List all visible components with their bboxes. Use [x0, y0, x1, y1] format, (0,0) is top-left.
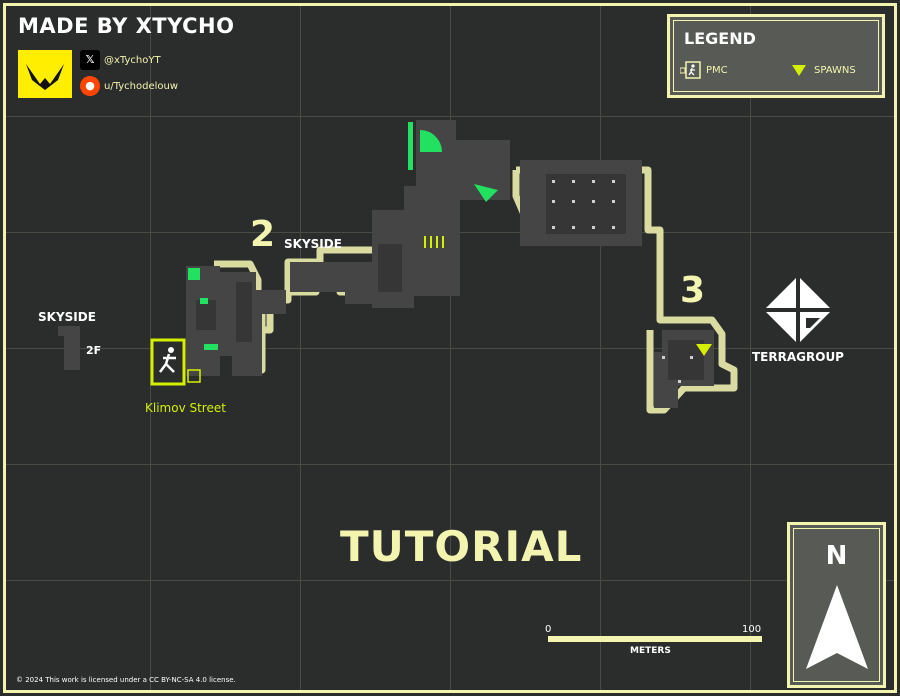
terragroup-label: TERRAGROUP	[752, 350, 844, 364]
legend-pmc-label: PMC	[706, 65, 728, 76]
interior-markers	[552, 180, 693, 383]
skyside-floor-name: SKYSIDE	[38, 310, 96, 324]
map-title: TUTORIAL	[340, 522, 583, 571]
exit-icon	[680, 61, 701, 79]
grid-line	[6, 116, 894, 117]
terragroup-logo-icon	[764, 276, 832, 344]
compass-frame	[793, 528, 880, 682]
building-interiors	[196, 174, 704, 380]
legend-frame	[673, 20, 879, 92]
grid-line	[6, 580, 894, 581]
spawn-marker	[696, 344, 712, 356]
area-2-name: SKYSIDE	[284, 237, 342, 251]
legend-spawns-label: SPAWNS	[814, 65, 856, 76]
scale-bar	[548, 636, 762, 642]
reddit-icon: ●	[80, 76, 100, 96]
reddit-link[interactable]: ● u/Tychodelouw	[80, 76, 178, 96]
license-text: © 2024 This work is licensed under a CC …	[16, 676, 236, 684]
compass-letter: N	[825, 541, 848, 571]
reddit-handle: u/Tychodelouw	[104, 81, 179, 92]
scale-start: 0	[545, 624, 552, 635]
scale-end: 100	[742, 624, 762, 635]
compass-box: N	[787, 522, 886, 688]
twitter-link[interactable]: 𝕏 @xTychoYT	[80, 50, 161, 70]
grid-line	[6, 348, 894, 349]
xtycho-logo-icon	[18, 50, 72, 98]
area-3-number: 3	[680, 270, 706, 311]
grid-line	[6, 464, 894, 465]
highlight-zones	[188, 122, 498, 350]
skyside-floor-level: 2F	[86, 344, 102, 357]
spawn-triangle-icon	[792, 65, 806, 76]
stair-marks	[424, 236, 444, 248]
legend-title: LEGEND	[684, 29, 756, 48]
twitter-handle: @xTychoYT	[104, 55, 161, 66]
legend-box: LEGEND PMC SPAWNS	[667, 14, 885, 98]
exit-label: Klimov Street	[145, 401, 226, 415]
scale-unit: METERS	[630, 646, 671, 656]
exit-marker	[150, 338, 201, 386]
area-2-number: 2	[250, 214, 276, 255]
x-icon: 𝕏	[80, 50, 100, 70]
credit-title: MADE BY XTYCHO	[18, 14, 235, 38]
north-arrow-icon	[806, 585, 868, 669]
